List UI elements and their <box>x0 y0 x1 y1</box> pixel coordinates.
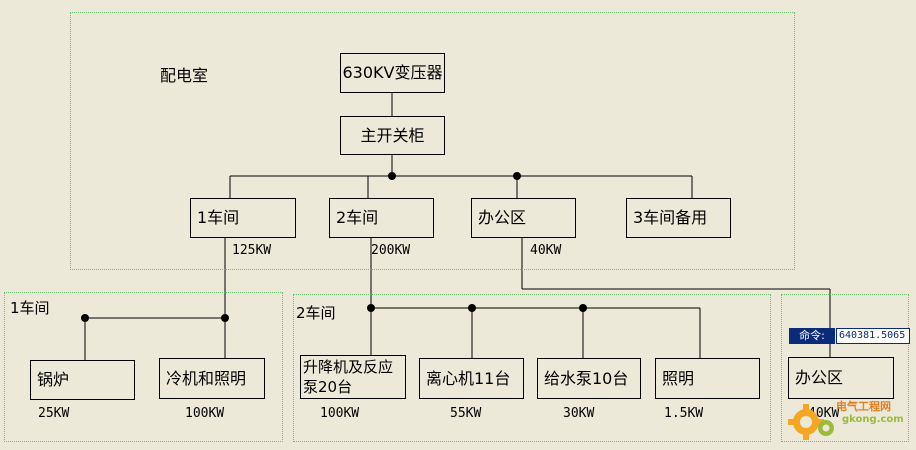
command-label: 命令: <box>789 328 835 344</box>
workshop1-title: 1车间 <box>10 299 50 317</box>
office-zone <box>781 294 909 442</box>
junction-dot <box>81 314 89 322</box>
ws1-box[interactable]: 1车间 <box>190 198 296 238</box>
substation-zone <box>70 12 795 270</box>
junction-dot <box>513 172 521 180</box>
ws3-box[interactable]: 3车间备用 <box>626 198 731 238</box>
cooling-lighting-box[interactable]: 冷机和照明 <box>159 358 265 399</box>
water-pump-load: 30KW <box>563 406 595 421</box>
gkong-logo-icon <box>788 404 834 440</box>
lift-pumps-load: 100KW <box>320 406 360 421</box>
transformer-box[interactable]: 630KV变压器 <box>340 53 445 93</box>
centrifuge-load: 55KW <box>450 406 482 421</box>
boiler-load: 25KW <box>38 406 70 421</box>
cooling-lighting-load: 100KW <box>185 406 225 421</box>
office-box[interactable]: 办公区 <box>471 198 576 238</box>
junction-dot <box>367 304 375 312</box>
junction-dot <box>468 304 476 312</box>
office-sub-box[interactable]: 办公区 <box>788 357 894 399</box>
ws2-box[interactable]: 2车间 <box>329 198 434 238</box>
boiler-box[interactable]: 锅炉 <box>30 360 135 400</box>
command-input[interactable]: 640381.5065 <box>836 328 910 344</box>
workshop2-zone <box>293 294 771 442</box>
water-pump-box[interactable]: 给水泵10台 <box>537 358 641 399</box>
office-load: 40KW <box>530 243 562 258</box>
lift-pumps-box[interactable]: 升降机及反应泵20台 <box>300 355 406 399</box>
junction-dot <box>221 314 229 322</box>
substation-title: 配电室 <box>160 66 209 85</box>
watermark-name: 电气工程网 <box>836 400 891 413</box>
watermark-url: gkong.com <box>842 414 904 425</box>
lighting-load: 1.5KW <box>664 406 704 421</box>
ws1-load: 125KW <box>232 243 272 258</box>
ws2-load: 200KW <box>371 243 411 258</box>
workshop2-title: 2车间 <box>296 304 336 322</box>
lighting-box[interactable]: 照明 <box>655 358 760 399</box>
workshop1-zone <box>4 292 283 442</box>
junction-dot <box>388 172 396 180</box>
centrifuge-box[interactable]: 离心机11台 <box>419 358 524 399</box>
junction-dot <box>579 304 587 312</box>
main-switchgear-box[interactable]: 主开关柜 <box>340 116 445 155</box>
